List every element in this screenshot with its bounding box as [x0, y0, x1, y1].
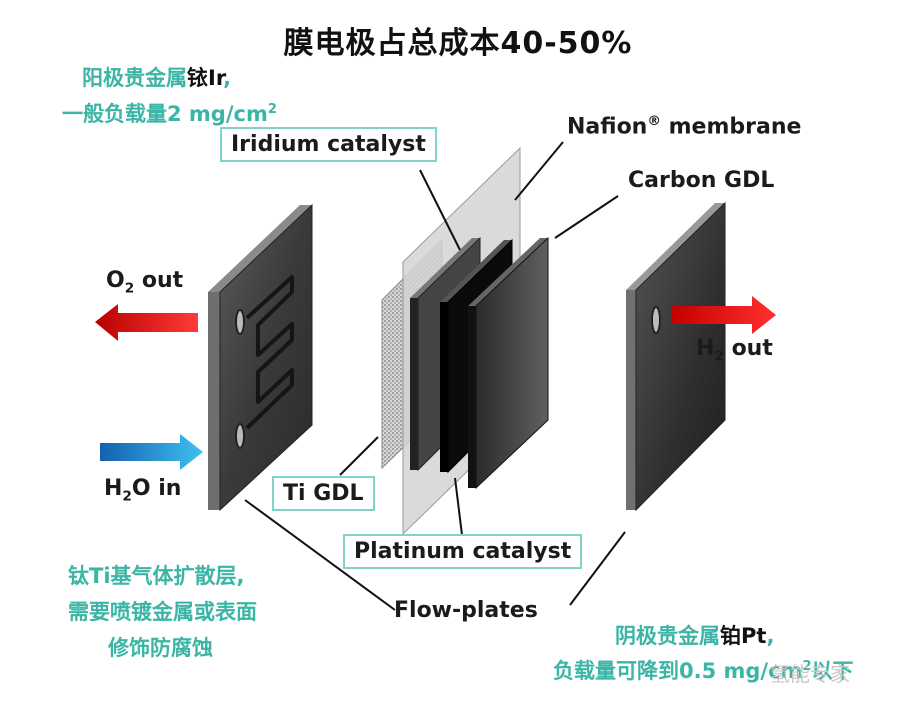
left-flow-plate	[208, 203, 313, 512]
carbon-gdl-label: Carbon GDL	[628, 168, 775, 193]
right-flow-plate	[626, 201, 726, 512]
h2-sub: 2	[714, 348, 724, 365]
h2-tail: out	[723, 336, 773, 361]
cathode-note-line1: 阴极贵金属铂Pt,	[615, 620, 774, 650]
cathode-metal: 铂Pt	[720, 624, 767, 648]
o2-out-label: O2 out	[106, 268, 183, 296]
ti-gdl-label: Ti GDL	[272, 476, 375, 511]
watermark: 氢能专家	[770, 662, 850, 686]
h2-out-label: H2 out	[696, 336, 773, 364]
cathode-note-line2: 负载量可降到0.5 mg/cm2以下	[553, 655, 854, 685]
o2-tail: out	[134, 268, 184, 293]
gdl-note-line2: 需要喷镀金属或表面	[68, 600, 257, 624]
o2-out-arrow	[95, 304, 198, 341]
anode-metal: 铱Ir	[187, 66, 224, 90]
h2o-sub: 2	[122, 488, 132, 505]
o2-main: O	[106, 268, 125, 293]
h2-main: H	[696, 336, 715, 361]
h2o-tail: O in	[131, 476, 182, 501]
nafion-membrane-label: Nafion® membrane	[567, 113, 801, 139]
nafion-registered-mark: ®	[647, 113, 661, 129]
platinum-catalyst-label: Platinum catalyst	[343, 534, 583, 569]
carbon-gdl-layer	[468, 236, 549, 490]
cathode-loading-end: 以下	[811, 659, 854, 683]
anode-comma: ,	[223, 66, 232, 90]
h2o-in-label: H2O in	[104, 476, 181, 504]
cathode-comma: ,	[766, 624, 775, 648]
gdl-note-line1: 钛Ti基气体扩散层,	[68, 564, 245, 588]
h2o-in-arrow	[100, 434, 203, 470]
flow-plates-label: Flow-plates	[394, 598, 538, 623]
cathode-loading-sup: 2	[802, 659, 812, 674]
page-title: 膜电极占总成本40-50%	[283, 26, 633, 61]
nafion-tail: membrane	[660, 114, 802, 140]
anode-note-line1: 阳极贵金属铱Ir,	[82, 62, 231, 92]
leader-lines	[244, 141, 626, 611]
anode-loading-sup: 2	[267, 102, 277, 117]
anode-note-text: 阳极贵金属	[82, 66, 187, 90]
o2-sub: 2	[124, 280, 135, 297]
nafion-text: Nafion	[567, 114, 648, 140]
cathode-loading: 负载量可降到0.5 mg/cm	[553, 659, 803, 683]
iridium-catalyst-label: Iridium catalyst	[220, 127, 437, 162]
cathode-note-text: 阴极贵金属	[615, 624, 720, 648]
h2-out-arrow	[672, 296, 776, 334]
anode-loading: 一般负载量2 mg/cm	[62, 102, 268, 126]
gdl-note-line3: 修饰防腐蚀	[108, 636, 213, 660]
h2o-main: H	[104, 476, 123, 501]
anode-note-line2: 一般负载量2 mg/cm2	[62, 98, 277, 128]
